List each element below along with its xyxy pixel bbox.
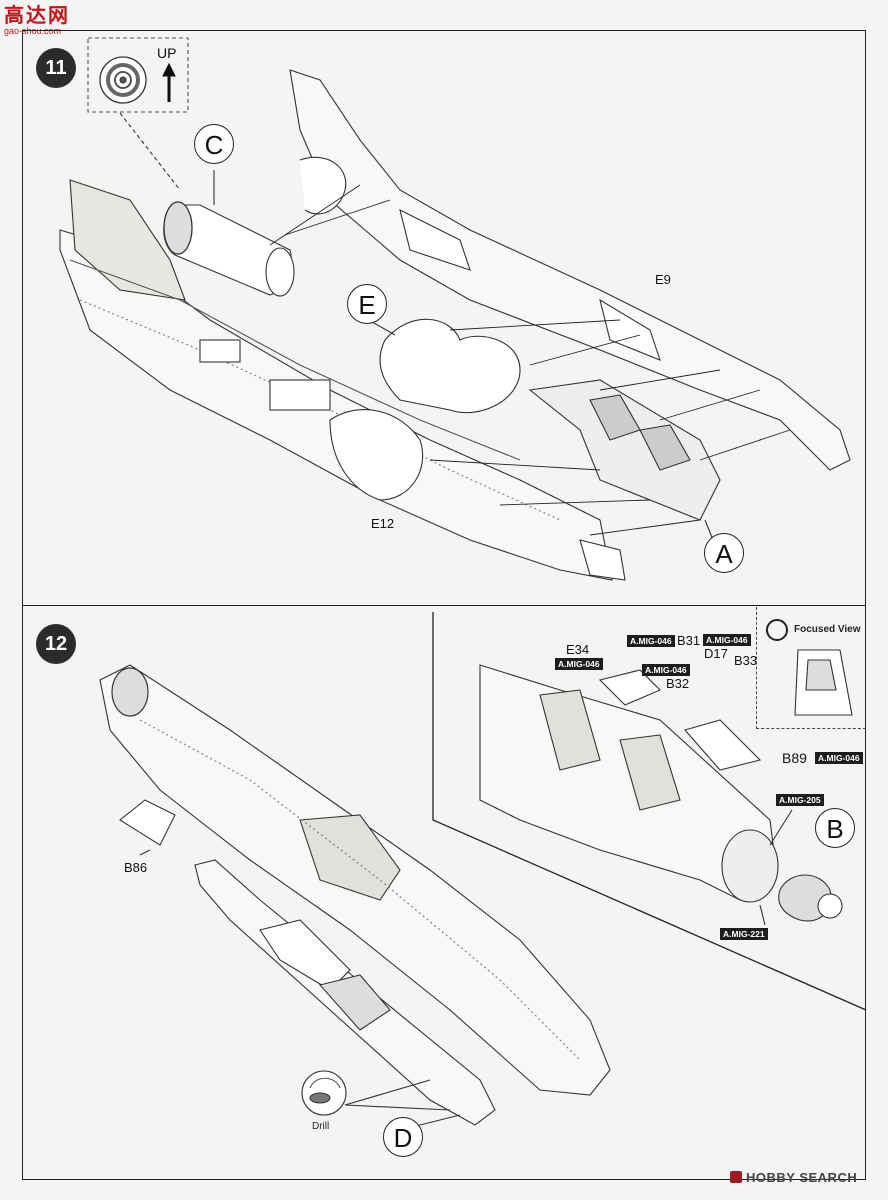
part-e-label: E <box>347 284 387 324</box>
paint-tag-b89: A.MIG-046 <box>815 752 863 764</box>
site-logo: 高达网 gao-shou.com <box>4 4 78 38</box>
hobby-search-text: HOBBY SEARCH <box>746 1170 858 1185</box>
part-b-label: B <box>815 808 855 848</box>
site-logo-hanzi: 高达网 <box>4 3 70 27</box>
part-c-label: C <box>194 124 234 164</box>
step-12-badge: 12 <box>36 624 76 664</box>
part-e34-label: E34 <box>566 642 590 657</box>
part-b32-label: B32 <box>666 676 690 691</box>
step-divider <box>22 605 866 606</box>
step-11-badge: 11 <box>36 48 76 88</box>
paint-tag-e34: A.MIG-046 <box>555 658 603 670</box>
part-e12-label: E12 <box>371 516 395 531</box>
focused-view-title: Focused View <box>794 624 861 635</box>
site-logo-domain: gao-shou.com <box>4 26 62 36</box>
part-d17-label: D17 <box>704 646 728 661</box>
part-b86-label: B86 <box>124 860 148 875</box>
up-label: UP <box>157 45 177 61</box>
paint-tag-205: A.MIG-205 <box>776 794 824 806</box>
paint-tag-b31: A.MIG-046 <box>627 635 675 647</box>
part-b89-label: B89 <box>782 750 807 766</box>
magnify-plus-icon <box>766 619 788 641</box>
paint-tag-b32: A.MIG-046 <box>642 664 690 676</box>
paint-tag-d17: A.MIG-046 <box>703 634 751 646</box>
hobby-search-logo-icon <box>730 1171 742 1183</box>
part-b33-label: B33 <box>734 653 758 668</box>
focused-view-callout <box>756 607 866 729</box>
part-d-label: D <box>383 1117 423 1157</box>
part-e9-label: E9 <box>655 272 671 287</box>
part-b31-label: B31 <box>677 633 701 648</box>
paint-tag-221: A.MIG-221 <box>720 928 768 940</box>
drill-label: Drill <box>312 1121 330 1132</box>
hobby-search-watermark: HOBBY SEARCH <box>730 1170 857 1185</box>
part-a-label: A <box>704 533 744 573</box>
